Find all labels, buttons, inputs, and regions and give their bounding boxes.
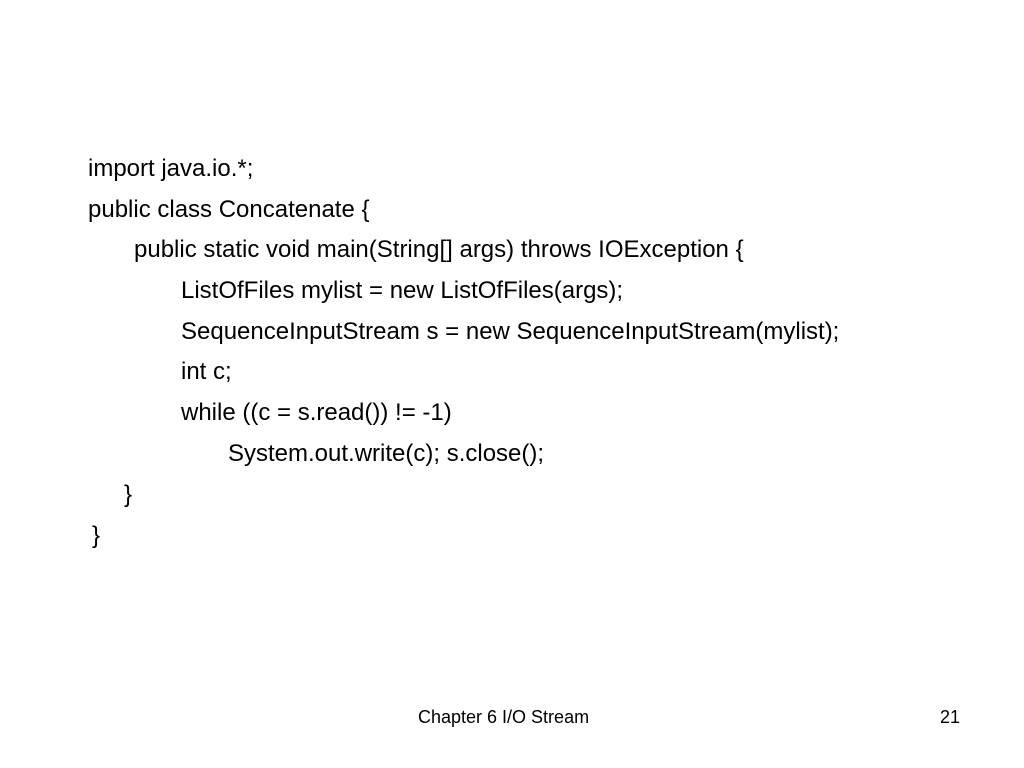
page-number: 21 [939,707,960,727]
code-line: } [124,481,133,508]
code-line: public class Concatenate { [88,196,370,223]
code-line: } [92,522,101,549]
footer-title: Chapter 6 I/O Stream [418,707,590,727]
code-line: System.out.write(c); s.close(); [228,440,545,467]
code-line: ListOfFiles mylist = new ListOfFiles(arg… [181,277,624,304]
code-block: import java.io.*; public class Concatena… [88,155,840,549]
code-line: SequenceInputStream s = new SequenceInpu… [181,318,840,345]
code-line: while ((c = s.read()) != -1) [181,399,452,426]
code-line: import java.io.*; [88,155,254,182]
code-line: public static void main(String[] args) t… [134,236,744,263]
code-line: int c; [181,358,232,385]
